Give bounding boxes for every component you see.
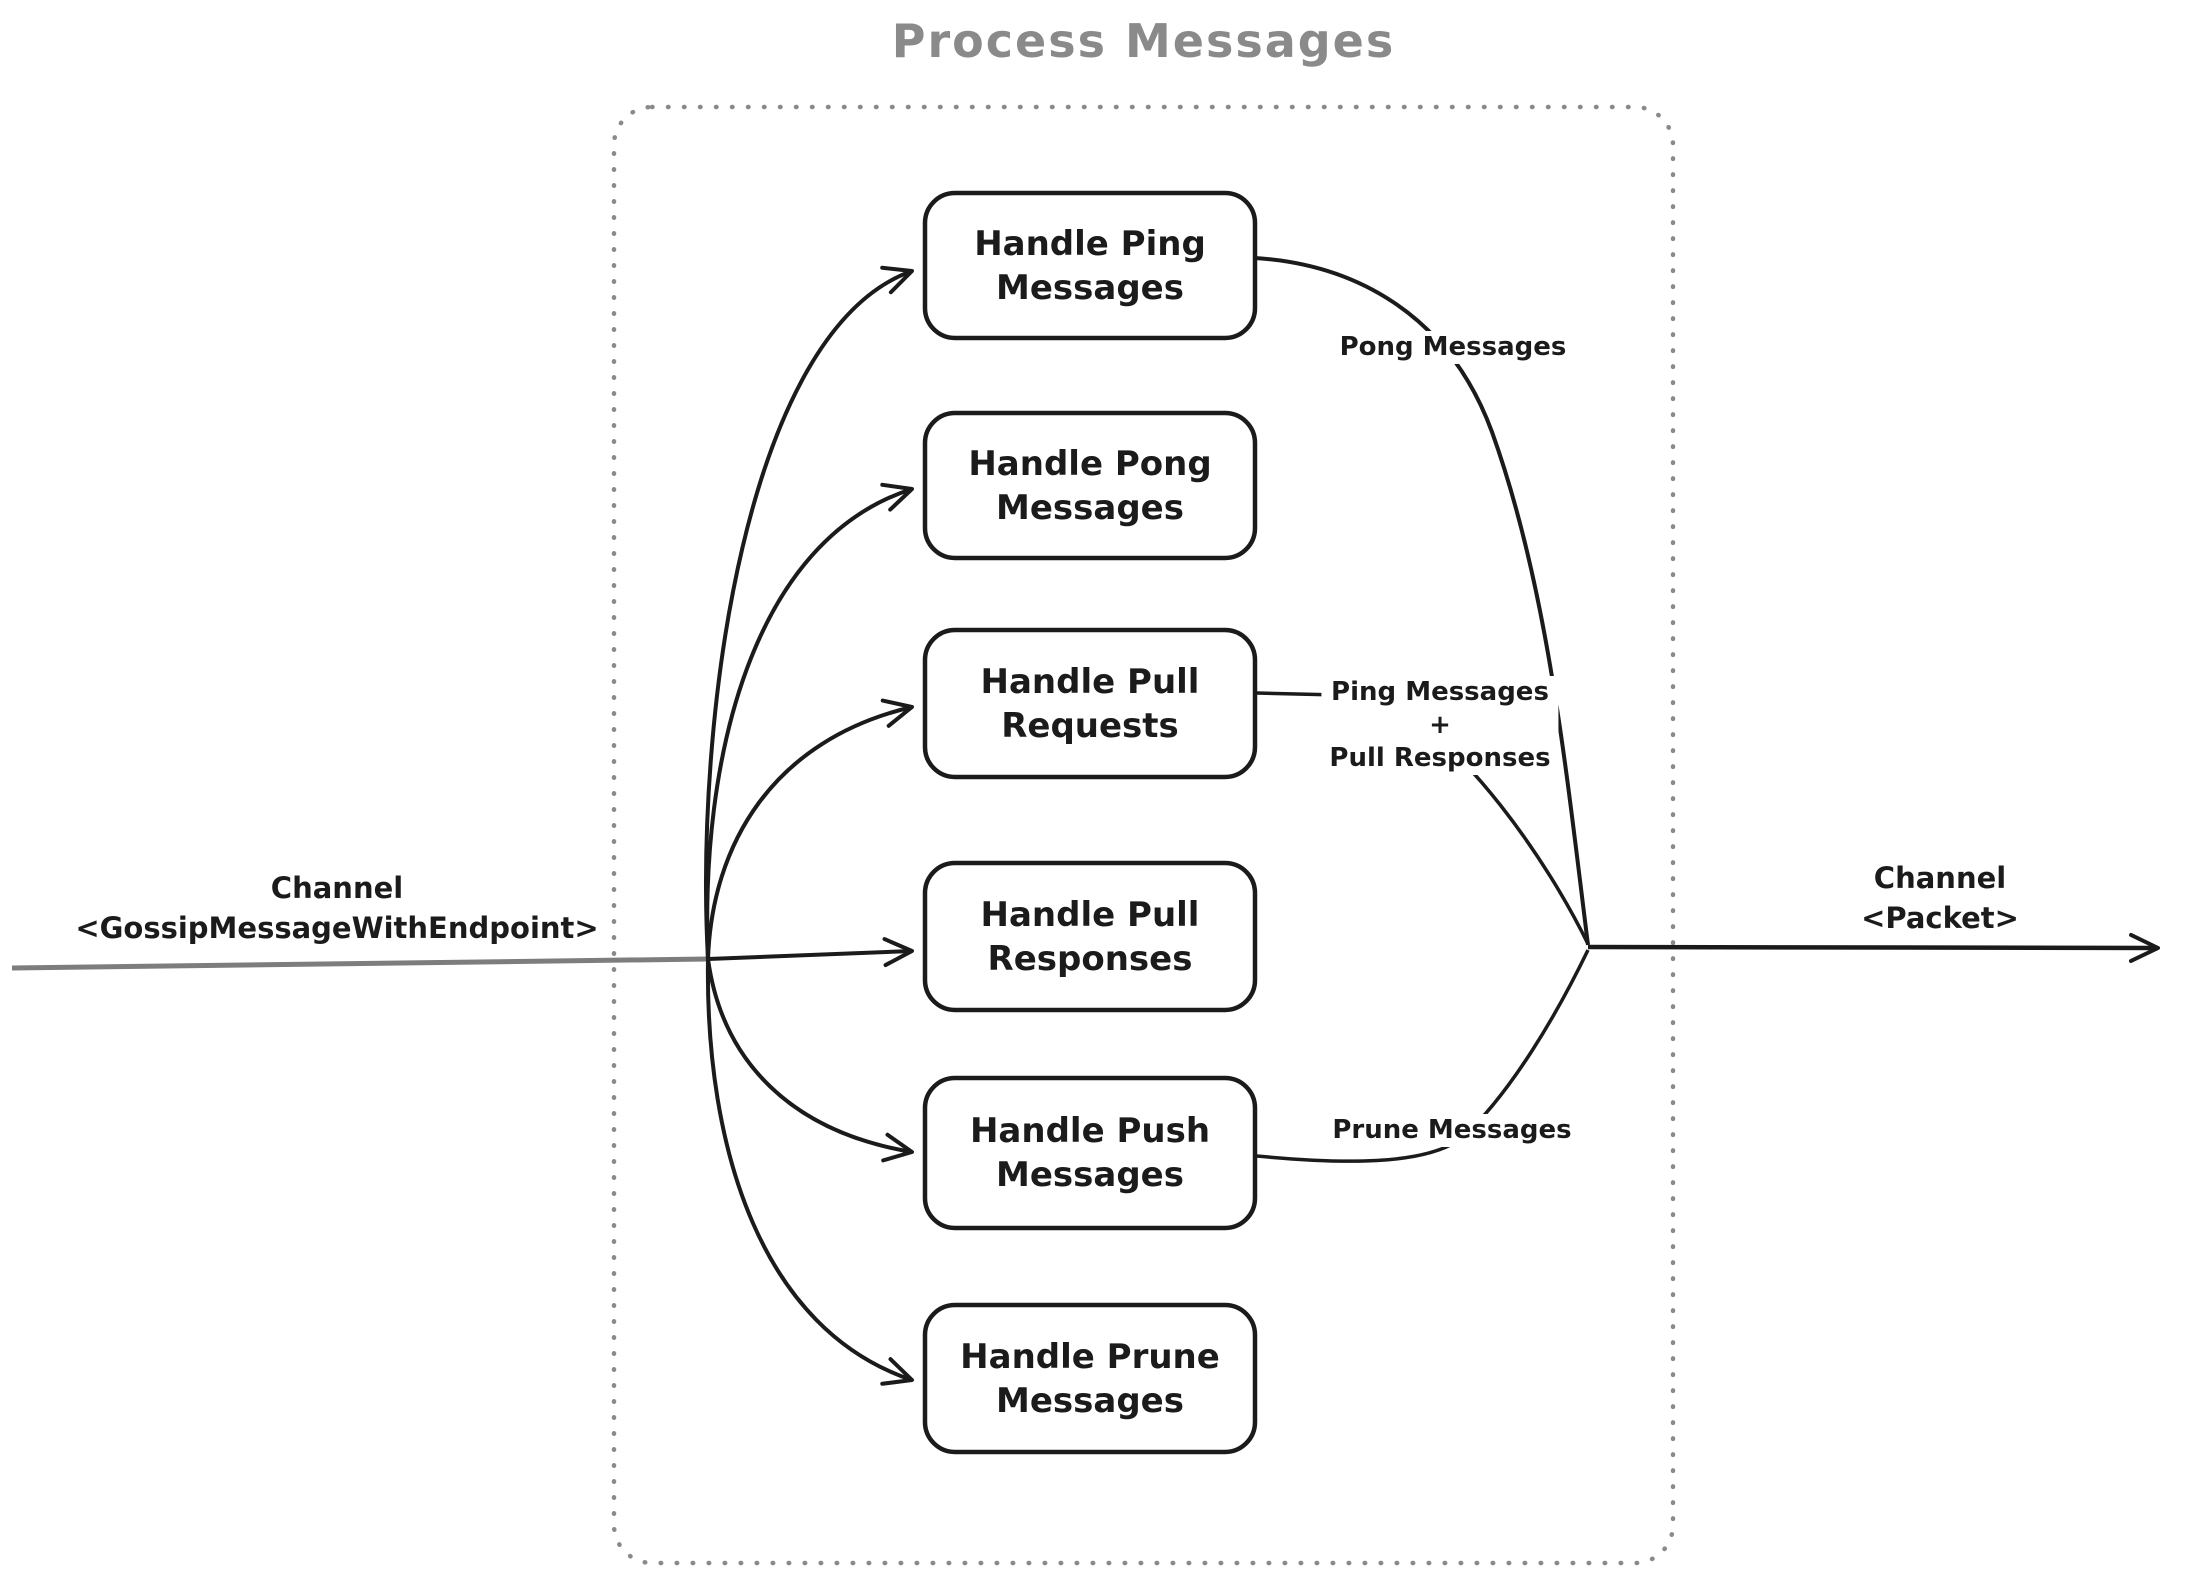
edge-label-ping-messages-plus-pull-responses: Ping Messages + Pull Responses — [1321, 676, 1559, 775]
node-handle-pong-messages-label: Handle Pong Messages — [968, 444, 1212, 528]
input-channel-label: Channel <GossipMessageWithEndpoint> — [75, 871, 599, 945]
node-handle-prune-messages-label: Handle Prune Messages — [960, 1337, 1220, 1421]
output-channel-label: Channel <Packet> — [1861, 861, 2019, 935]
node-handle-pull-responses-label: Handle Pull Responses — [980, 895, 1200, 979]
edge-pong-messages — [1254, 256, 1590, 946]
node-handle-push-messages-box — [922, 1075, 1258, 1231]
node-handle-ping-messages-label: Handle Ping Messages — [974, 224, 1206, 308]
edge-to-handle-ping — [704, 265, 914, 960]
node-handle-push-messages-label: Handle Push Messages — [969, 1111, 1211, 1195]
edge-to-handle-prune — [705, 958, 914, 1386]
edge-label-prune-messages: Prune Messages — [1324, 1114, 1580, 1147]
node-handle-prune-messages-box — [922, 1302, 1258, 1455]
edge-to-handle-pull-requests — [706, 698, 914, 960]
edge-output-channel — [1587, 932, 2160, 963]
edge-label-pong-messages: Pong Messages — [1331, 331, 1575, 364]
node-handle-pull-responses-box — [922, 860, 1258, 1013]
edge-to-handle-pong — [705, 482, 914, 960]
edge-to-handle-pull-responses — [707, 937, 914, 968]
edge-to-handle-push — [706, 958, 914, 1163]
node-handle-ping-messages-box — [922, 190, 1258, 341]
diagram-title: Process Messages — [891, 14, 1396, 68]
edge-input-channel — [11, 956, 709, 971]
node-handle-pull-requests-box — [922, 627, 1258, 780]
node-handle-pull-requests-label: Handle Pull Requests — [980, 662, 1200, 746]
node-handle-pong-messages-box — [922, 410, 1258, 561]
